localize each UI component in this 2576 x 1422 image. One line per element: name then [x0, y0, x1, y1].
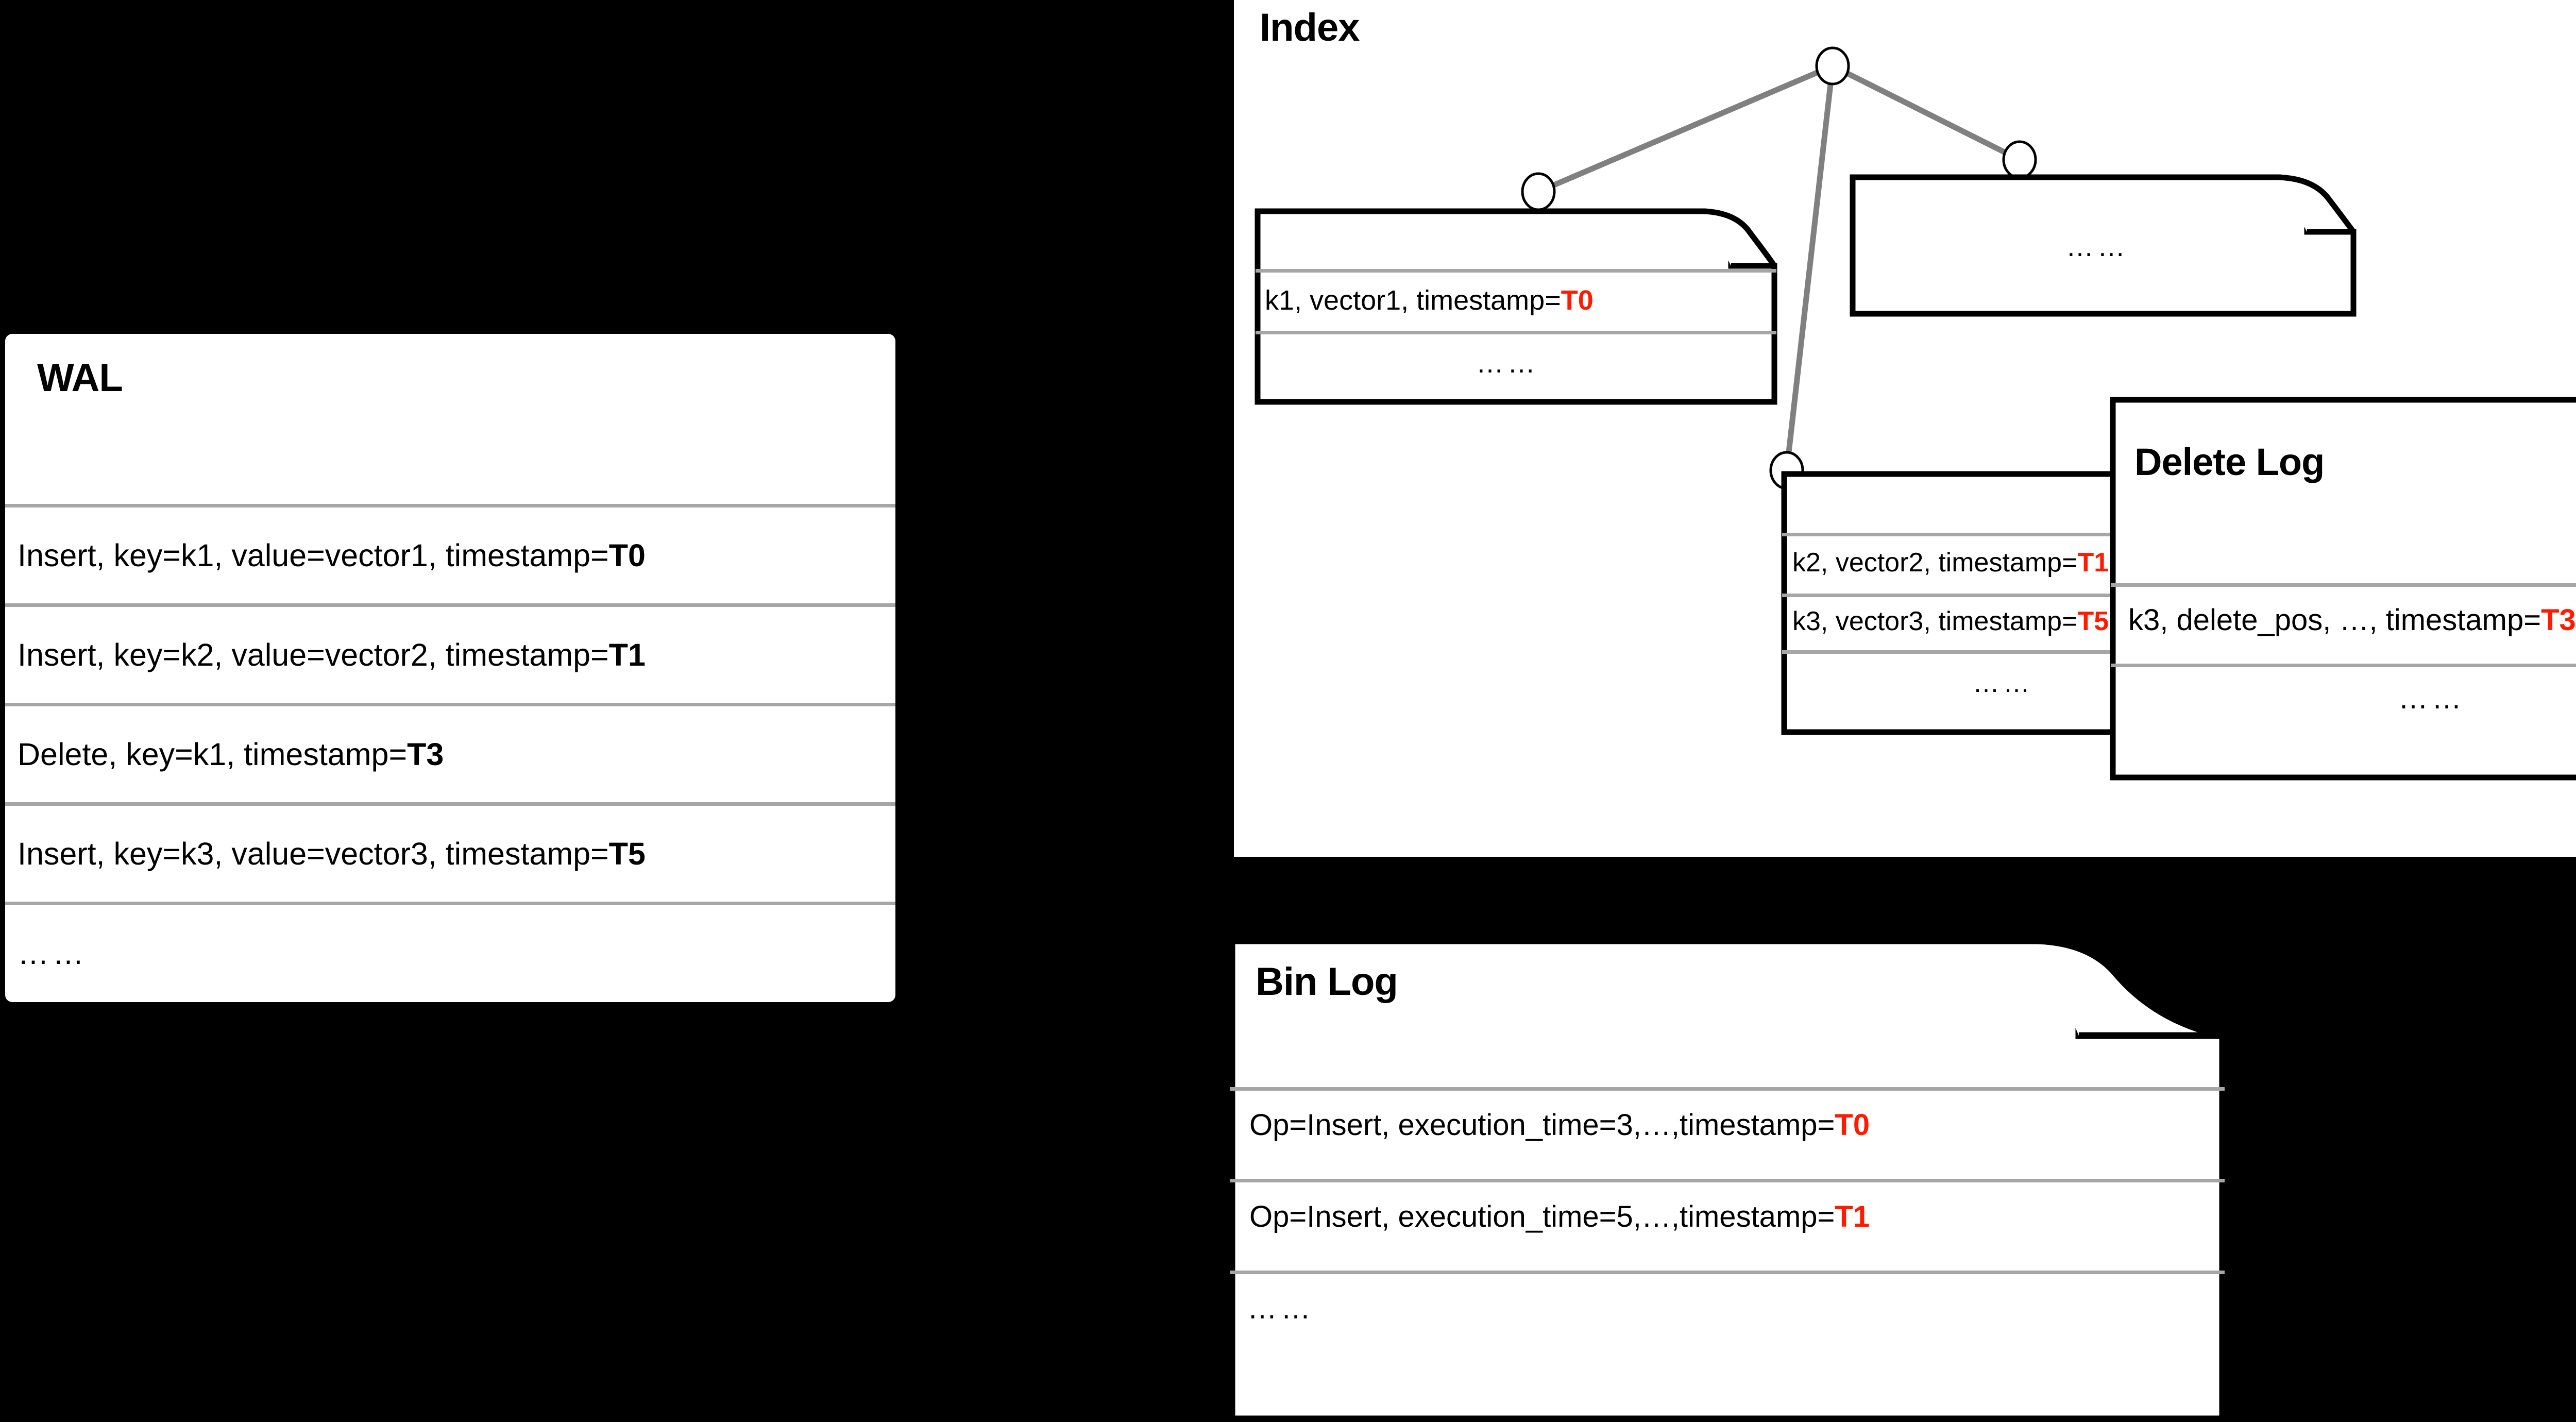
tree-edge-group: [1537, 63, 2021, 471]
wal-row: Insert, key=k2, value=vector2, timestamp…: [5, 603, 895, 703]
timestamp-badge: T1: [608, 637, 646, 672]
document-shape: [2110, 397, 2576, 781]
timestamp-badge: T1: [1835, 1200, 1870, 1233]
doc-row-text: k3, delete_pos, …, timestamp=T3: [2128, 603, 2576, 637]
row-divider: [1230, 1179, 2225, 1182]
wal-row: Insert, key=k1, value=vector1, timestamp…: [5, 504, 895, 603]
timestamp-badge: T5: [2077, 606, 2109, 636]
doc-row-text: Op=Insert, execution_time=3,…,timestamp=…: [1249, 1108, 1870, 1142]
doc-row-text: k3, vector3, timestamp=T5: [1792, 606, 2109, 636]
tree-edge: [1784, 65, 1836, 471]
doc-row-text: ……: [1973, 668, 2033, 698]
tree-node-left[interactable]: [1521, 172, 1556, 211]
wal-row-text: ……: [18, 936, 88, 971]
wal-panel: WAL Insert, key=k1, value=vector1, times…: [5, 334, 895, 1002]
row-divider: [1782, 594, 2257, 597]
tree-node-root[interactable]: [1815, 46, 1850, 86]
index-leaf-doc-k1: k1, vector1, timestamp=T0 ……: [1255, 208, 1777, 405]
row-divider: [2111, 583, 2576, 587]
bin-log-panel: Bin Log Op=Insert, execution_time=3,…,ti…: [1229, 938, 2226, 1422]
row-divider: [1256, 269, 1776, 273]
row-divider: [1782, 650, 2257, 654]
row-divider: [1230, 1271, 2225, 1274]
wal-row-text: Delete, key=k1, timestamp=T3: [18, 737, 444, 772]
wal-row: ……: [5, 902, 895, 1001]
row-divider: [1256, 331, 1776, 334]
document-shape: [1255, 208, 1777, 405]
delete-log-title: Delete Log: [2134, 441, 2325, 483]
timestamp-badge: T1: [2077, 548, 2109, 578]
index-panel: Index k1, vector1, timestamp=T0 …… ……: [1234, 0, 2576, 857]
wal-row-list: Insert, key=k1, value=vector1, timestamp…: [5, 504, 895, 1001]
wal-title: WAL: [37, 356, 123, 400]
doc-row-text: ……: [2066, 231, 2129, 262]
doc-row-text: k2, vector2, timestamp=T1: [1792, 548, 2109, 578]
document-shape: [1850, 174, 2357, 317]
timestamp-badge: T0: [1561, 285, 1594, 316]
wal-row-text: Insert, key=k3, value=vector3, timestamp…: [18, 836, 646, 871]
doc-rows: k2, vector2, timestamp=T1 k3, vector3, t…: [1781, 471, 2258, 735]
row-divider: [1782, 533, 2257, 536]
timestamp-badge: T0: [1835, 1108, 1870, 1142]
doc-row-text: ……: [1476, 348, 1539, 379]
doc-rows: Bin Log Op=Insert, execution_time=3,…,ti…: [1229, 938, 2226, 1422]
wal-row-text: Insert, key=k2, value=vector2, timestamp…: [18, 637, 646, 672]
timestamp-badge: T0: [608, 538, 646, 573]
row-divider: [2111, 664, 2576, 667]
doc-rows: Delete Log k3, delete_pos, …, timestamp=…: [2110, 397, 2576, 781]
doc-rows: k1, vector1, timestamp=T0 ……: [1255, 208, 1777, 405]
timestamp-badge: T3: [407, 737, 444, 772]
wal-row: Delete, key=k1, timestamp=T3: [5, 703, 895, 802]
index-leaf-doc-ellipsis: ……: [1850, 174, 2357, 317]
wal-row: Insert, key=k3, value=vector3, timestamp…: [5, 802, 895, 902]
tree-edge: [1537, 63, 1834, 195]
bin-log-title: Bin Log: [1256, 960, 1398, 1004]
timestamp-badge: T5: [608, 836, 646, 871]
delete-log-panel: Delete Log k3, delete_pos, …, timestamp=…: [2110, 397, 2576, 781]
doc-row-text: ……: [1247, 1292, 1314, 1325]
doc-rows: ……: [1850, 174, 2357, 317]
timestamp-badge: T3: [2541, 603, 2576, 637]
doc-row-text: k1, vector1, timestamp=T0: [1265, 285, 1594, 316]
doc-row-text: Op=Insert, execution_time=5,…,timestamp=…: [1249, 1200, 1870, 1233]
index-tree: [1521, 46, 2037, 490]
index-title: Index: [1260, 6, 1360, 49]
tree-edge: [1831, 63, 2021, 162]
wal-row-text: Insert, key=k1, value=vector1, timestamp…: [18, 538, 646, 573]
doc-row-text: ……: [2398, 682, 2465, 715]
tree-node-right[interactable]: [2002, 140, 2037, 179]
row-divider: [1230, 1087, 2225, 1091]
